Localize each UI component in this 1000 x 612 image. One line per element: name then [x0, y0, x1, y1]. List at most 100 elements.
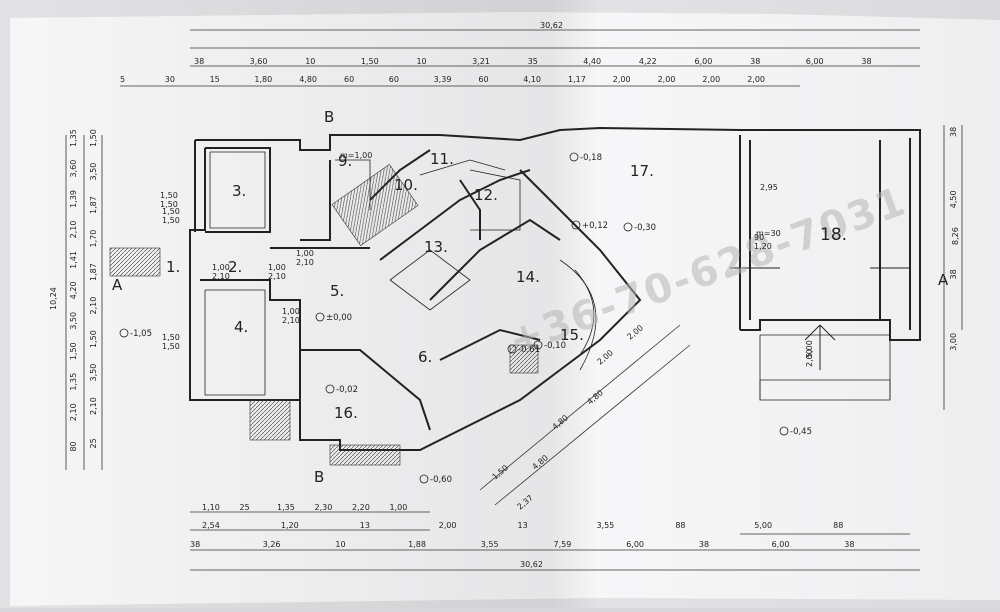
- bottom-dimension-row2: 3,55: [596, 521, 614, 530]
- room-label-1: 1.: [166, 258, 180, 276]
- room-label-11: 11.: [430, 150, 454, 168]
- room-label-16: 16.: [334, 404, 358, 422]
- opening-dimension: 1,50: [160, 191, 178, 200]
- opening-dimension: 1,00: [212, 263, 230, 272]
- level-marker-symbol: [569, 152, 579, 162]
- top-dimension-row1: 38: [861, 57, 871, 66]
- top-dimension-row2: 2,00: [747, 75, 765, 84]
- bottom-dimension-row3: 6,00: [772, 540, 790, 549]
- bottom-dimension-row2: 13: [360, 521, 370, 530]
- right-dimension: 3,00: [949, 333, 958, 351]
- overall-top-dimension: 30,62: [540, 21, 563, 30]
- inner-walls: [204, 151, 891, 401]
- top-dimension-row1: 1,50: [361, 57, 379, 66]
- bottom-dimension-row2: 1,20: [281, 521, 299, 530]
- opening-dimension: 5,00: [805, 340, 814, 358]
- level-marker-label: -0,18: [580, 153, 602, 163]
- level-marker-label: -0,02: [336, 385, 358, 395]
- top-dimension-row1: 6,00: [806, 57, 824, 66]
- left-dimension: 2,10: [69, 403, 78, 421]
- left-dimension-inner: 2,10: [89, 297, 98, 315]
- top-dimension-row1: 6,00: [695, 57, 713, 66]
- level-marker-label: -0,45: [790, 427, 812, 437]
- bottom-dimension-row1: 25: [240, 503, 250, 512]
- section-a-right-label: A: [938, 271, 949, 289]
- level-marker-symbol: [571, 220, 581, 230]
- top-dimension-row1: 10: [305, 57, 315, 66]
- level-marker-symbol: [315, 312, 325, 322]
- bottom-dimension-row2: 88: [833, 521, 843, 530]
- left-dimension-inner: 1,87: [89, 196, 98, 214]
- bottom-dimension-row3: 38: [190, 540, 200, 549]
- room-label-6: 6.: [418, 348, 432, 366]
- top-dimension-row2: 2,00: [702, 75, 720, 84]
- top-dimension-row1: 38: [750, 57, 760, 66]
- left-dimension: 3,50: [69, 312, 78, 330]
- stairs: [109, 164, 539, 466]
- bottom-dimension-row2: 5,00: [754, 521, 772, 530]
- room-label-17: 17.: [630, 162, 654, 180]
- room-label-2: 2.: [228, 258, 242, 276]
- opening-dimension: 1,00: [296, 249, 314, 258]
- top-dimension-row2: 4,80: [299, 75, 317, 84]
- room-label-10: 10.: [394, 176, 418, 194]
- bottom-dimension-row3: 7,59: [554, 540, 572, 549]
- bottom-dimension-lines: [190, 511, 920, 571]
- bottom-dimension-row2: 2,00: [439, 521, 457, 530]
- room-label-18: 18.: [820, 225, 847, 245]
- opening-dimension: 2,10: [268, 272, 286, 281]
- right-dimension: 38: [949, 269, 958, 279]
- left-dimension-inner: 3,50: [89, 364, 98, 382]
- doors: [730, 267, 910, 370]
- top-dimension-row2: 3,39: [434, 75, 452, 84]
- level-marker-symbol: [419, 474, 429, 484]
- left-dimension: 1,35: [69, 129, 78, 147]
- room-label-13: 13.: [424, 238, 448, 256]
- bottom-dimension-row1: 2,30: [315, 503, 333, 512]
- left-dimension-inner: 1,87: [89, 263, 98, 281]
- left-dimension: 1,35: [69, 373, 78, 391]
- bottom-dimension-row3: 38: [699, 540, 709, 549]
- room-label-15: 15.: [560, 326, 584, 344]
- left-dimension-lines: [65, 135, 103, 470]
- opening-dimension: 1,50: [160, 200, 178, 209]
- opening-dimension: m=30: [756, 229, 781, 238]
- bottom-dimension-row2: 2,54: [202, 521, 220, 530]
- top-dimension-row2: 1,17: [568, 75, 586, 84]
- left-dimension-inner: 25: [89, 438, 98, 448]
- top-dimension-row2: 30: [165, 75, 175, 84]
- level-marker-label: +0,12: [582, 221, 608, 231]
- opening-dimension: 2,10: [282, 316, 300, 325]
- level-marker-label: -0,61: [518, 345, 540, 355]
- opening-dimension: 2,95: [760, 183, 778, 192]
- opening-dimension: 2,10: [296, 258, 314, 267]
- top-dimension-row2: 5: [120, 75, 125, 84]
- left-dimension: 1,41: [69, 251, 78, 269]
- bottom-dimension-row1: 2,20: [352, 503, 370, 512]
- left-dimension: 80: [69, 441, 78, 451]
- section-b-top-label: B: [324, 108, 334, 126]
- left-dimension-inner: 1,50: [89, 129, 98, 147]
- top-dimension-row1: 3,60: [250, 57, 268, 66]
- top-dimension-row2: 60: [478, 75, 488, 84]
- room-label-5: 5.: [330, 282, 344, 300]
- bottom-dimension-row1: 1,10: [202, 503, 220, 512]
- top-dimension-row2: 1,80: [254, 75, 272, 84]
- right-dimension: 4,50: [949, 190, 958, 208]
- diagonal-dimension-line: [479, 324, 691, 506]
- left-dimension: 1,39: [69, 190, 78, 208]
- opening-dimension: 2,00: [805, 349, 814, 367]
- top-dimension-lines: [120, 29, 920, 87]
- level-markers: -1,05±0,00-0,02-0,60-0,45-0,18-0,30+0,12…: [119, 152, 812, 485]
- level-marker-symbol: [623, 222, 633, 232]
- left-dimension: 1,50: [69, 342, 78, 360]
- opening-dimension: 1,50: [162, 333, 180, 342]
- top-dimension-row2: 60: [389, 75, 399, 84]
- top-dimension-row1: 10: [416, 57, 426, 66]
- level-marker-symbol: [779, 426, 789, 436]
- level-marker-label: -0,60: [430, 475, 452, 485]
- level-marker-label: -1,05: [130, 329, 152, 339]
- bottom-dimension-row3: 38: [844, 540, 854, 549]
- left-dimension-inner: 3,50: [89, 163, 98, 181]
